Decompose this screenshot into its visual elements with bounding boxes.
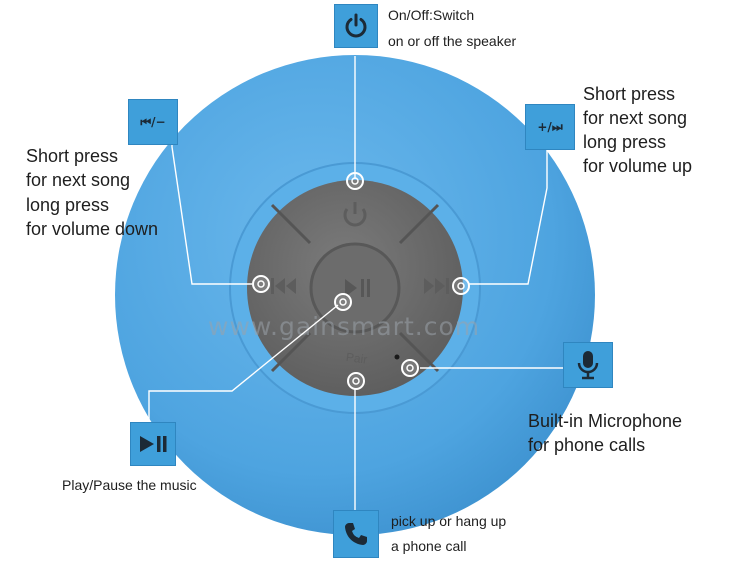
hotspot-play bbox=[335, 294, 351, 310]
hotspot-mic bbox=[402, 360, 418, 376]
hotspot-phone bbox=[348, 373, 364, 389]
phone-label-line1: pick up or hang up bbox=[391, 513, 506, 530]
microphone-icon bbox=[576, 350, 600, 380]
next-label-line2: for next song bbox=[583, 108, 687, 130]
phone-icon-box bbox=[333, 510, 379, 558]
phone-icon bbox=[343, 521, 369, 547]
play-pause-label: Play/Pause the music bbox=[62, 477, 197, 494]
prev-label-line4: for volume down bbox=[26, 219, 158, 241]
play-pause-icon bbox=[138, 435, 168, 453]
next-label-line1: Short press bbox=[583, 84, 675, 106]
prev-label-line1: Short press bbox=[26, 146, 118, 168]
power-label-line1: On/Off:Switch bbox=[388, 7, 474, 24]
volume-up-next-icon-box: +/⏭ bbox=[525, 104, 575, 150]
microphone-icon-box bbox=[563, 342, 613, 388]
hotspot-power bbox=[347, 173, 363, 189]
phone-label-line2: a phone call bbox=[391, 538, 467, 555]
prev-label-line2: for next song bbox=[26, 170, 130, 192]
power-icon bbox=[343, 13, 369, 39]
microphone-hole bbox=[395, 355, 400, 360]
play-pause-icon-box bbox=[130, 422, 176, 466]
hotspot-prev bbox=[253, 276, 269, 292]
next-label-line3: long press bbox=[583, 132, 666, 154]
hotspot-next bbox=[453, 278, 469, 294]
next-label-line4: for volume up bbox=[583, 156, 692, 178]
prev-label-line3: long press bbox=[26, 195, 109, 217]
mic-label-line2: for phone calls bbox=[528, 435, 645, 457]
previous-volume-down-icon: ⏮/− bbox=[140, 115, 165, 130]
watermark: www.gainsmart.com bbox=[208, 312, 480, 341]
mic-label-line1: Built-in Microphone bbox=[528, 411, 682, 433]
volume-up-next-icon: +/⏭ bbox=[537, 120, 562, 135]
previous-volume-down-icon-box: ⏮/− bbox=[128, 99, 178, 145]
power-label-line2: on or off the speaker bbox=[388, 33, 516, 50]
embossed-pair-text: Pair bbox=[345, 350, 368, 367]
power-icon-box bbox=[334, 4, 378, 48]
